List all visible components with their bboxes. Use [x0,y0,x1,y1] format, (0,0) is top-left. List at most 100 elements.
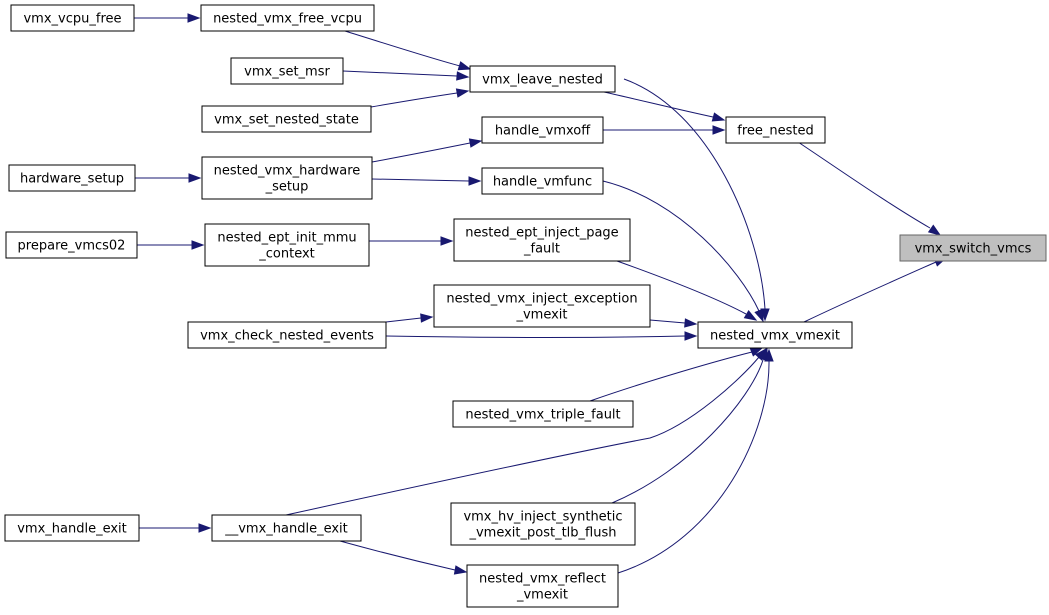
node-box[interactable] [899,234,1047,262]
node-label: vmx_hv_inject_synthetic [463,510,622,525]
node-label: nested_vmx_triple_fault [465,408,620,423]
edge-line [602,180,760,312]
node-box[interactable] [8,164,136,192]
node-box[interactable] [481,116,604,144]
node-vmx_set_nested_state[interactable]: vmx_set_nested_state [201,105,372,133]
edge-handle_vmfunc-to-nested_vmx_vmexit [602,180,764,323]
node-nested_vmx_free_vcpu[interactable]: nested_vmx_free_vcpu [200,4,375,32]
node-box[interactable] [453,218,631,262]
node-nested_vmx_reflect_vmexit[interactable]: nested_vmx_reflect_vmexit [466,564,619,608]
node-vmx_set_msr[interactable]: vmx_set_msr [230,57,344,85]
node-box[interactable] [10,4,135,32]
node-box[interactable] [469,65,616,93]
node-label: nested_ept_inject_page [465,226,618,241]
nodes-layer: vmx_switch_vmcs free_nested nested_vmx_vme… [4,4,1047,608]
arrow-head [468,176,482,186]
edge-line [285,356,760,516]
node-vmx_check_nested_events[interactable]: vmx_check_nested_events [187,321,387,349]
node-nested_vmx_inject_exception_vmexit[interactable]: nested_vmx_inject_exception_vmexit [433,284,651,328]
edge-line [344,30,461,67]
arrow-head [684,331,698,341]
node-nested_vmx_vmexit[interactable]: nested_vmx_vmexit [697,321,853,349]
node-label: _setup [265,180,309,195]
node-box[interactable] [481,167,604,195]
edge-line [617,360,770,574]
node-box[interactable] [725,116,826,144]
node-label: hardware_setup [20,172,124,187]
node-box[interactable] [466,564,619,608]
node-label: __vmx_handle_exit [224,522,348,537]
node-label: vmx_leave_nested [482,73,603,88]
node-label: vmx_check_nested_events [200,329,374,344]
node-prepare_vmcs02[interactable]: prepare_vmcs02 [5,231,138,259]
node-label: free_nested [737,124,814,139]
node-box[interactable] [230,57,344,85]
edge-handle_vmxoff-to-free_nested [603,125,726,135]
arrow-head [453,565,468,575]
node-box[interactable] [201,156,373,200]
edge-line [603,91,714,118]
edge-line [370,92,458,108]
node-handle_vmfunc[interactable]: handle_vmfunc [481,167,604,195]
arrow-head [420,313,434,323]
edge-vmx_hv_inject_synthetic_vmexit_post_tlb_flush-to-nested_vmx_vmexit [611,347,768,504]
edge-nested_vmx_hardware_setup-to-handle_vmfunc [371,176,482,186]
node-label: nested_ept_init_mmu [217,231,356,246]
node-label: vmx_vcpu_free [23,12,121,27]
node-box[interactable] [4,514,140,542]
node-__vmx_handle_exit[interactable]: __vmx_handle_exit [211,514,362,542]
edge-line [616,260,747,315]
edge-vmx_set_nested_state-to-vmx_leave_nested [370,88,470,108]
edge-nested_vmx_triple_fault-to-nested_vmx_vmexit [589,347,764,402]
node-nested_vmx_hardware_setup[interactable]: nested_vmx_hardware_setup [201,156,373,200]
node-box[interactable] [211,514,362,542]
edge-line [339,540,456,571]
edge-vmx_leave_nested-to-nested_vmx_vmexit [623,78,770,322]
node-box[interactable] [201,105,372,133]
node-box[interactable] [200,4,375,32]
edge-line [385,317,422,323]
edge-line [589,351,753,402]
node-box[interactable] [204,223,370,267]
node-vmx_hv_inject_synthetic_vmexit_post_tlb_flush[interactable]: vmx_hv_inject_synthetic_vmexit_post_tlb_… [450,502,636,546]
node-vmx_switch_vmcs[interactable]: vmx_switch_vmcs [899,234,1047,262]
node-box[interactable] [452,400,634,428]
node-vmx_vcpu_free[interactable]: vmx_vcpu_free [10,4,135,32]
edge-nested_vmx_vmexit-to-vmx_switch_vmcs [803,257,948,323]
edge-nested_vmx_hardware_setup-to-handle_vmxoff [371,138,483,163]
node-label: nested_vmx_hardware [214,164,361,179]
node-label: vmx_set_nested_state [214,113,359,128]
node-nested_ept_inject_page_fault[interactable]: nested_ept_inject_page_fault [453,218,631,262]
edge-line [385,335,686,338]
node-free_nested[interactable]: free_nested [725,116,826,144]
edge-nested_ept_inject_page_fault-to-nested_vmx_vmexit [616,260,758,321]
edge-line [797,141,931,229]
arrow-head [754,308,764,323]
node-label: vmx_handle_exit [17,522,127,537]
node-nested_ept_init_mmu_context[interactable]: nested_ept_init_mmu_context [204,223,370,267]
node-hardware_setup[interactable]: hardware_setup [8,164,136,192]
arrow-head [456,71,470,81]
node-nested_vmx_triple_fault[interactable]: nested_vmx_triple_fault [452,400,634,428]
node-box[interactable] [450,502,636,546]
arrow-head [711,112,726,122]
arrow-head [468,138,483,148]
arrow-head [684,318,698,328]
node-box[interactable] [433,284,651,328]
node-box[interactable] [697,321,853,349]
edge-vmx_leave_nested-to-free_nested [603,91,726,122]
node-handle_vmxoff[interactable]: handle_vmxoff [481,116,604,144]
edge-vmx_check_nested_events-to-nested_vmx_inject_exception_vmexit [385,313,434,323]
node-box[interactable] [187,321,387,349]
edge-line [371,142,471,163]
node-vmx_leave_nested[interactable]: vmx_leave_nested [469,65,616,93]
node-label: _context [258,247,315,262]
edge-line [623,78,766,310]
node-label: nested_vmx_vmexit [710,329,840,344]
node-vmx_handle_exit[interactable]: vmx_handle_exit [4,514,140,542]
node-label: _vmexit [516,588,568,603]
edge-nested_vmx_inject_exception_vmexit-to-nested_vmx_vmexit [649,318,698,328]
node-box[interactable] [5,231,138,259]
arrow-head [188,173,202,183]
